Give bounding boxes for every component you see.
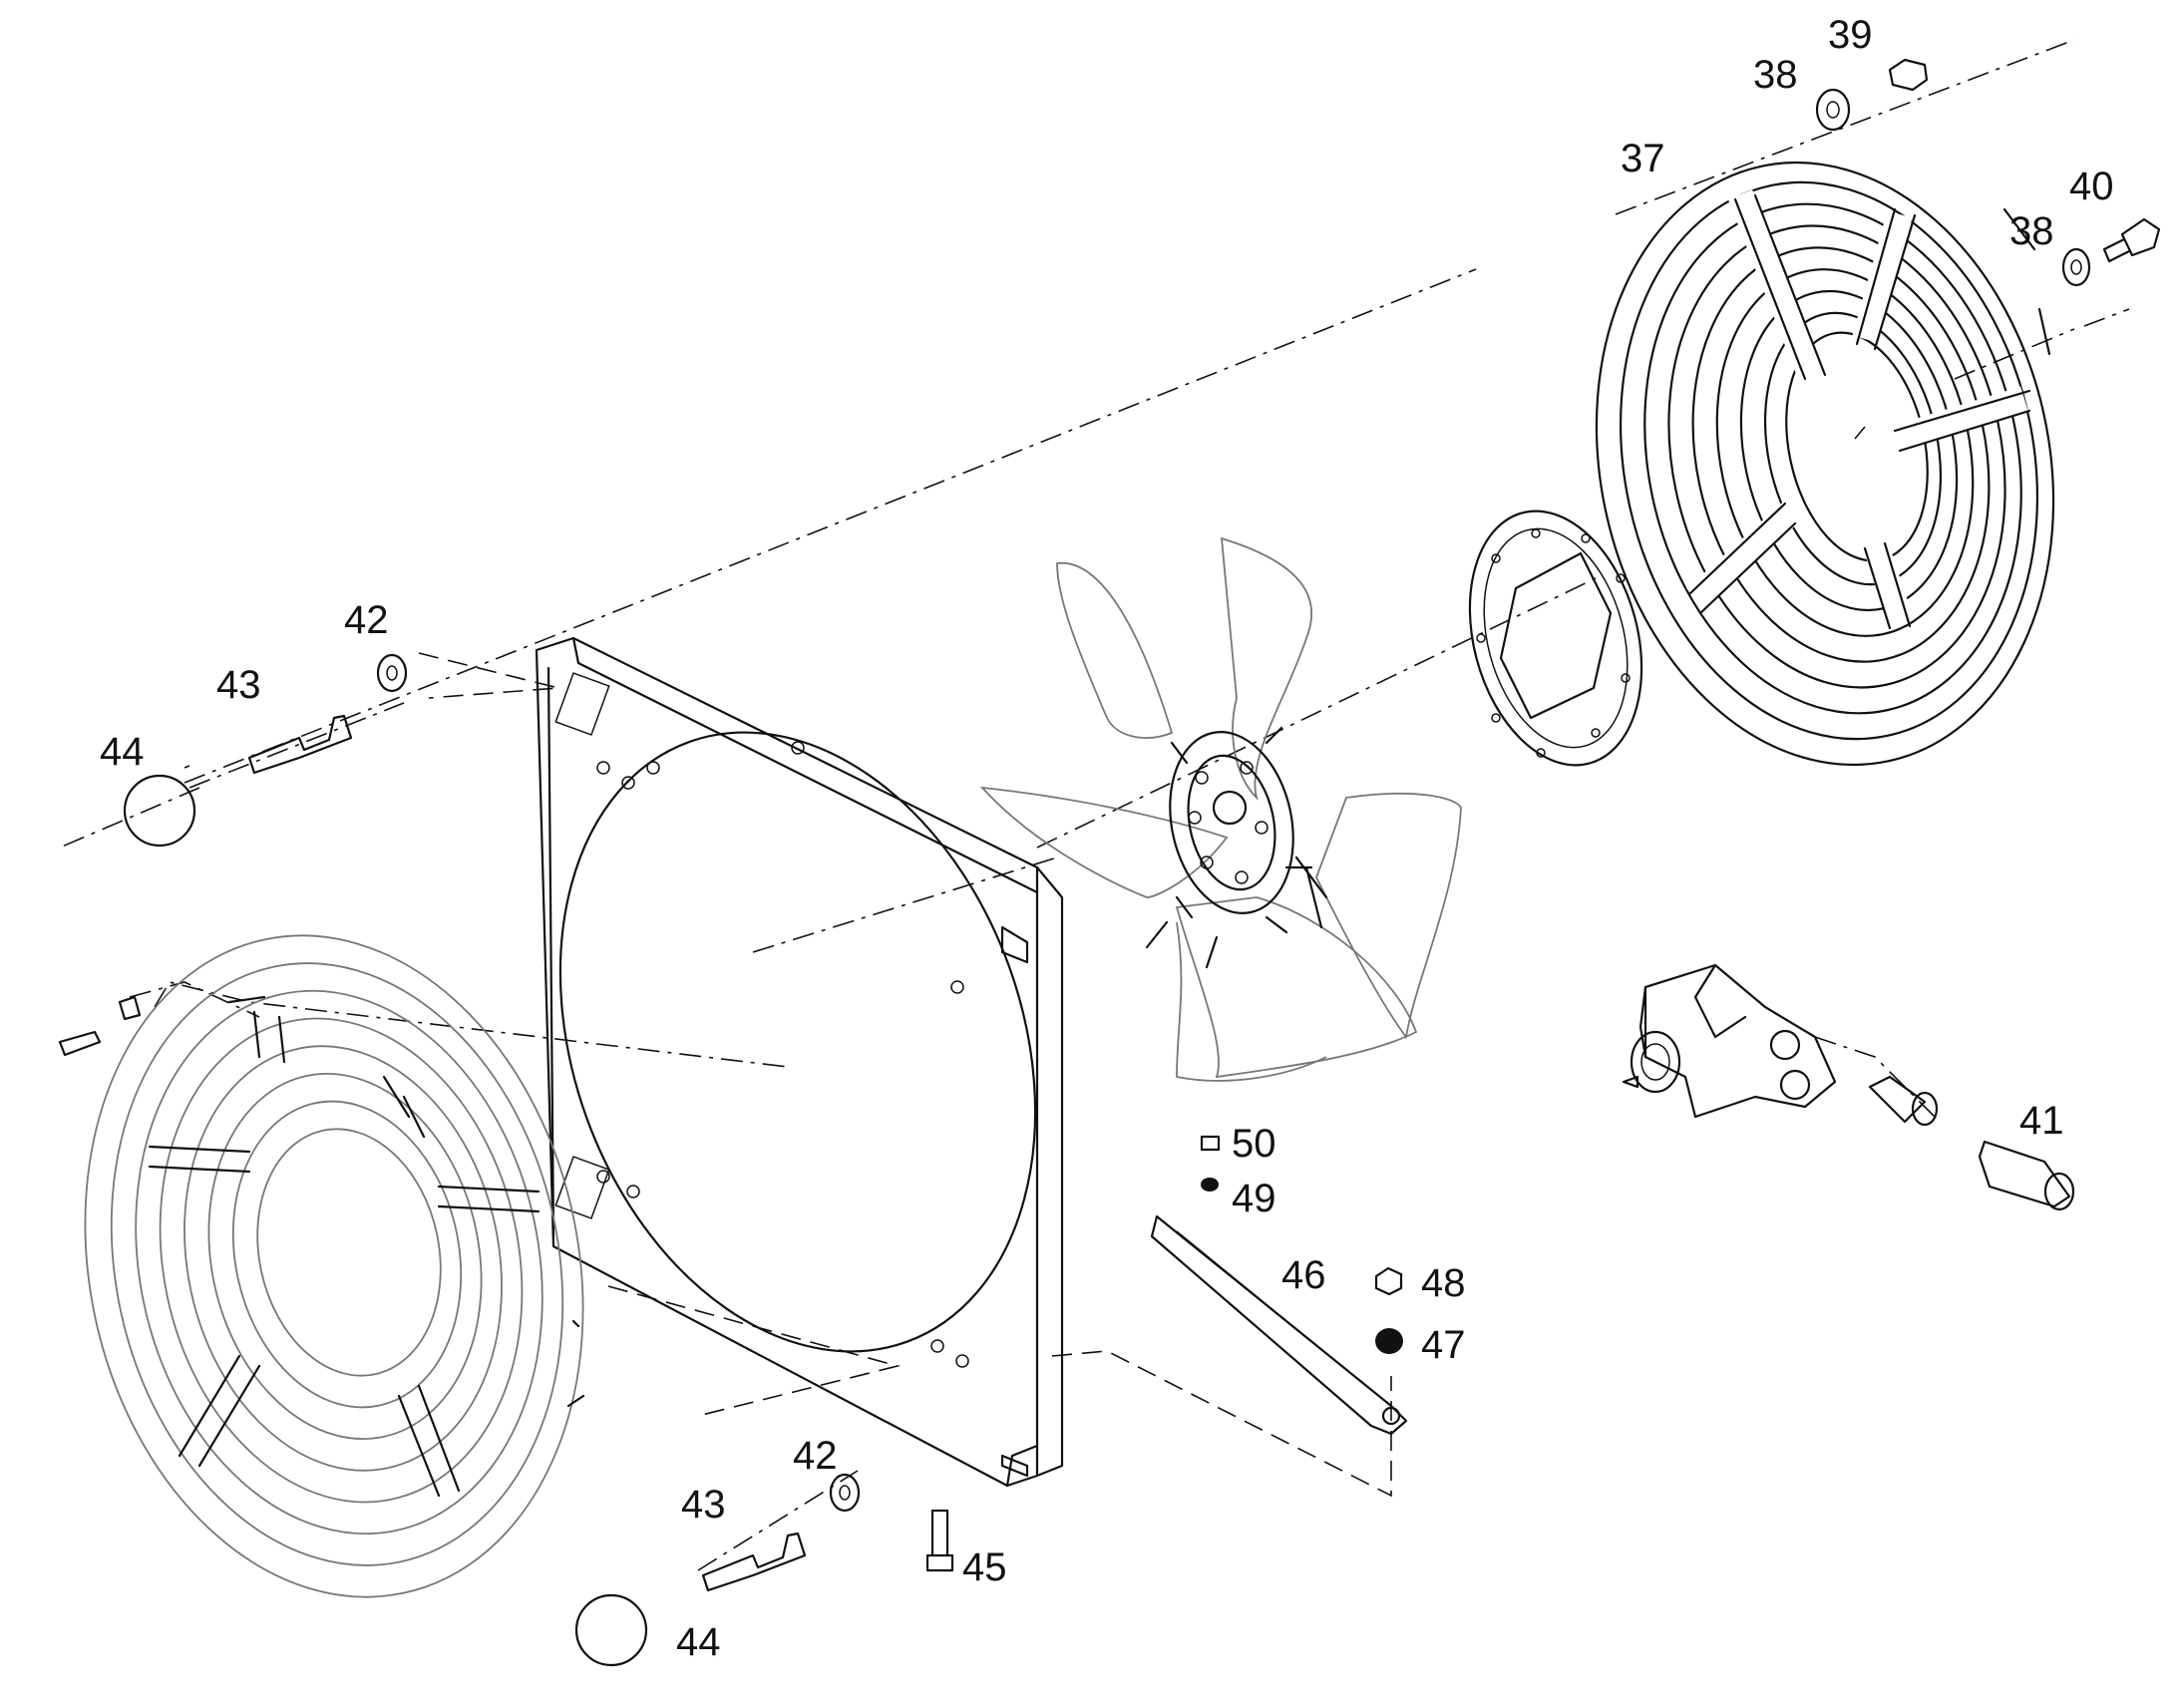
rear-fan-guard xyxy=(84,934,585,1598)
callout-38-top: 38 xyxy=(1753,53,1798,97)
callout-42-bottom: 42 xyxy=(793,1434,838,1478)
callout-46: 46 xyxy=(1281,1253,1326,1297)
callout-50: 50 xyxy=(1232,1122,1276,1166)
assembly-axis-lines xyxy=(59,39,2130,1118)
callout-47: 47 xyxy=(1421,1323,1466,1367)
callout-49: 49 xyxy=(1232,1177,1276,1220)
hydraulic-valve xyxy=(1622,963,1837,1119)
callout-40: 40 xyxy=(2069,165,2114,208)
callout-44-bottom: 44 xyxy=(676,1620,721,1664)
callout-42-top: 42 xyxy=(344,598,389,642)
fan-impeller xyxy=(979,536,1462,1082)
callout-48: 48 xyxy=(1421,1261,1466,1305)
callout-45: 45 xyxy=(962,1545,1007,1589)
callout-37: 37 xyxy=(1621,137,1665,180)
connector-lines xyxy=(129,652,1392,1571)
callout-41: 41 xyxy=(2019,1099,2064,1143)
front-fan-guard xyxy=(1595,161,2055,767)
hose-fitting xyxy=(1868,1075,2075,1211)
callout-44-top: 44 xyxy=(100,730,145,774)
fan-shroud-panel xyxy=(535,636,1064,1488)
callout-43-top: 43 xyxy=(216,663,261,707)
adjustment-strap xyxy=(1150,1214,1408,1436)
callout-38-right: 38 xyxy=(2009,209,2054,253)
fasteners xyxy=(58,58,2161,1667)
callout-labels: 37 38 39 40 38 41 42 43 44 42 43 44 45 4… xyxy=(100,13,2114,1664)
adapter-ring-plate xyxy=(1468,510,1643,767)
callout-43-bottom: 43 xyxy=(681,1483,726,1527)
callout-39: 39 xyxy=(1828,13,1873,57)
